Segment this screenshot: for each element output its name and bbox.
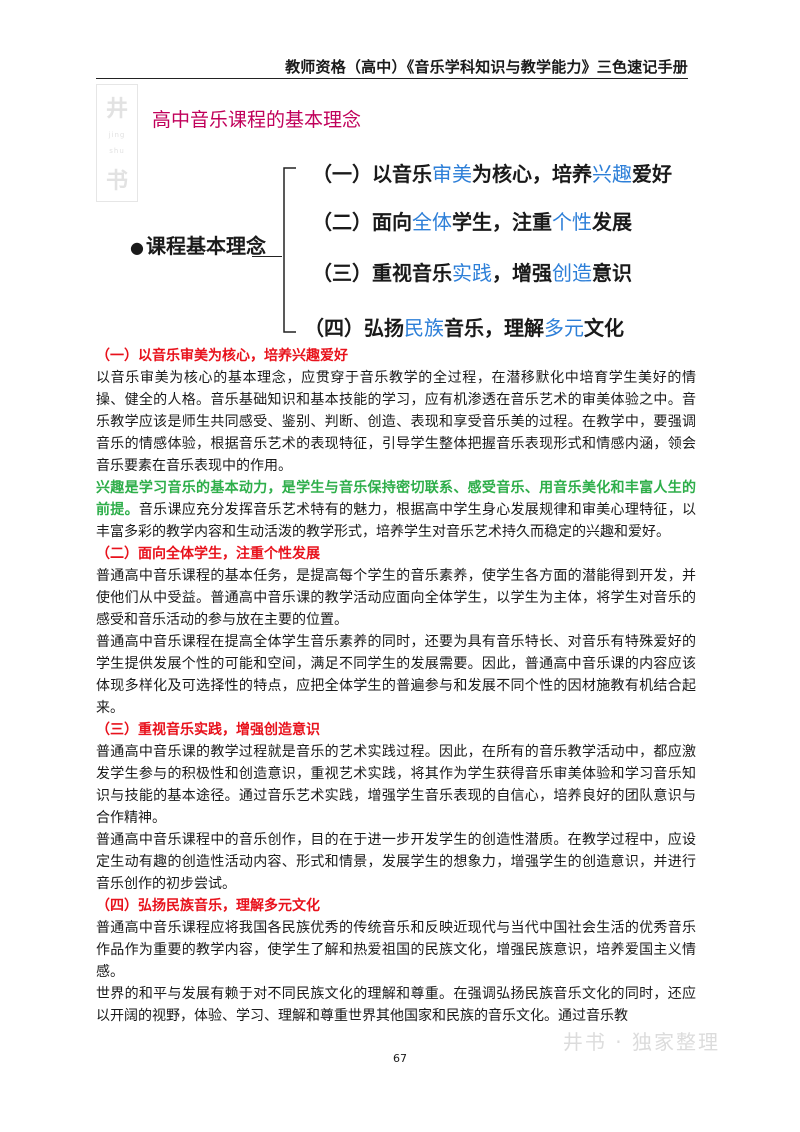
paragraph: 以音乐审美为核心的基本理念，应贯穿于音乐教学的全过程，在潜移默化中培育学生美好的… [96,370,696,474]
paragraph: 普通高中音乐课的教学过程就是音乐的艺术实践过程。因此，在所有的音乐教学活动中，都… [96,744,696,826]
section-title: 高中音乐课程的基本理念 [152,109,362,131]
mindmap-root: ●课程基本理念 [130,230,266,259]
branch-text: 学生，注重 [452,210,552,234]
page-number: 67 [393,1052,407,1065]
branch-text: 文化 [584,316,624,340]
mindmap-branch-1: （一）以音乐审美为核心，培养兴趣爱好 [312,158,672,187]
branch-text: （一）以音乐 [312,162,432,186]
header-divider [96,78,688,79]
branch-text: 发展 [592,210,632,234]
branch-keyword: 实践 [452,261,492,285]
paragraph-text: 音乐课应充分发挥音乐艺术特有的魅力，根据高中学生身心发展规律和审美心理特征，以丰… [96,502,697,540]
branch-text: 意识 [592,261,632,285]
logo-pinyin-1: jing [108,131,126,139]
branch-text: 为核心，培养 [472,162,592,186]
branch-keyword: 兴趣 [592,162,632,186]
paragraph: 普通高中音乐课程的基本任务，是提高每个学生的音乐素养，使学生各方面的潜能得到开发… [96,568,696,628]
logo-char-bottom: 书 [105,169,128,194]
branch-text: 爱好 [632,162,672,186]
header-title: 教师资格（高中）《音乐学科知识与教学能力》三色速记手册 [285,58,688,76]
subsection-heading-1: （一）以音乐审美为核心，培养兴趣爱好 [96,348,348,364]
mindmap-branch-2: （二）面向全体学生，注重个性发展 [312,206,632,235]
branch-keyword: 创造 [552,261,592,285]
branch-keyword: 审美 [432,162,472,186]
logo-pinyin-2: shu [109,147,125,155]
branch-text: （三）重视音乐 [312,261,452,285]
key-sentence: 兴趣是学习音乐的基本动力，是学生与音乐保持密切联系、感受音乐、用音乐美化和丰富人… [96,480,696,518]
branch-text: ，增强 [492,261,552,285]
subsection-heading-4: （四）弘扬民族音乐，理解多元文化 [96,898,320,914]
paragraph: 普通高中音乐课程应将我国各民族优秀的传统音乐和反映近现代与当代中国社会生活的优秀… [96,920,696,980]
subsection-heading-3: （三）重视音乐实践，增强创造意识 [96,722,320,738]
paragraph: 普通高中音乐课程在提高全体学生音乐素养的同时，还要为具有音乐特长、对音乐有特殊爱… [96,634,696,716]
jingshu-logo: 井 jing shu 书 [96,84,138,202]
paragraph: 普通高中音乐课程中的音乐创作，目的在于进一步开发学生的创造性潜质。在教学过程中，… [96,832,696,892]
body-content: （一）以音乐审美为核心，培养兴趣爱好 以音乐审美为核心的基本理念，应贯穿于音乐教… [96,345,696,1027]
branch-keyword: 个性 [552,210,592,234]
bullet-dot-icon: ● [130,238,144,257]
mindmap-branch-4: （四）弘扬民族音乐，理解多元文化 [304,312,624,341]
branch-keyword: 民族 [404,316,444,340]
mindmap-connector [252,256,282,257]
branch-text: （二）面向 [312,210,412,234]
mindmap-bracket [283,167,296,333]
subsection-heading-2: （二）面向全体学生，注重个性发展 [96,546,320,562]
logo-char-top: 井 [105,97,128,122]
paragraph: 兴趣是学习音乐的基本动力，是学生与音乐保持密切联系、感受音乐、用音乐美化和丰富人… [96,477,696,543]
branch-text: 音乐，理解 [444,316,544,340]
branch-keyword: 全体 [412,210,452,234]
branch-text: （四）弘扬 [304,316,404,340]
branch-keyword: 多元 [544,316,584,340]
paragraph: 世界的和平与发展有赖于对不同民族文化的理解和尊重。在强调弘扬民族音乐文化的同时，… [96,986,696,1024]
mindmap-branch-3: （三）重视音乐实践，增强创造意识 [312,257,632,286]
watermark: 井书 · 独家整理 [562,1030,720,1054]
mindmap-root-label: 课程基本理念 [145,234,266,258]
